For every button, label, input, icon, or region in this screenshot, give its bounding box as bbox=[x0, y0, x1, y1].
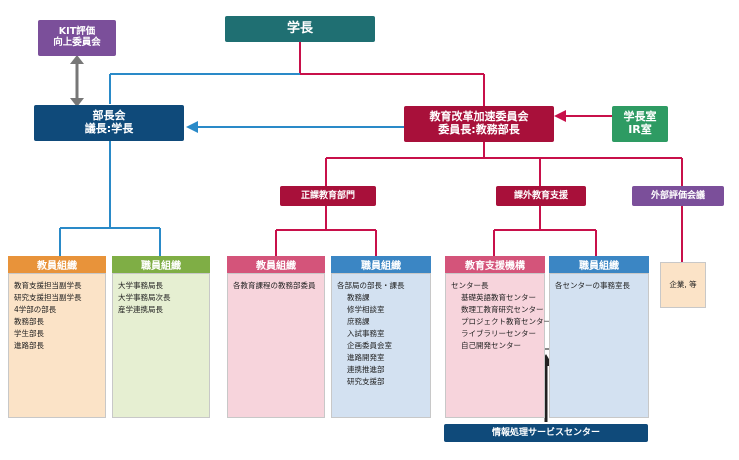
regular-education-box: 正課教育部門 bbox=[280, 186, 376, 206]
list-item: 研究支援部 bbox=[347, 377, 385, 386]
president-box: 学長 bbox=[225, 16, 375, 42]
column-panel-5: センター長 基礎英語教育センター 数理工教育研究センター プロジェクト教育センタ… bbox=[445, 273, 551, 418]
external-evaluation-label: 外部評価会議 bbox=[650, 190, 705, 201]
column-panel-6: 各センターの事務室長 bbox=[549, 273, 649, 418]
list-item: 基礎英語教育センター bbox=[461, 293, 536, 302]
extracurricular-box: 課外教育支援 bbox=[496, 186, 586, 206]
list-item: 修学相談室 bbox=[347, 305, 385, 314]
dept-council-box: 部長会 議長:学長 bbox=[34, 105, 184, 141]
list-item: 教務課 bbox=[347, 293, 370, 302]
column-panel-2: 大学事務局長 大学事務局次長 産学連携局長 bbox=[112, 273, 210, 418]
external-evaluation-box: 外部評価会議 bbox=[632, 186, 724, 206]
presidents-office-line2: IR室 bbox=[628, 123, 652, 136]
info-processing-center-box: 情報処理サービスセンター bbox=[444, 424, 648, 442]
presidents-office-line1: 学長室 bbox=[623, 110, 657, 124]
list-item: 進路部長 bbox=[14, 341, 44, 350]
column-panel-4: 各部局の部長・課長 教務課 修学相談室 庶務課 入試事務室 企画委員会室 進路開… bbox=[331, 273, 431, 418]
extracurricular-label: 課外教育支援 bbox=[513, 190, 568, 201]
list-item: 各部局の部長・課長 bbox=[337, 281, 405, 290]
list-item: 各教育課程の教務部委員 bbox=[233, 281, 316, 290]
list-item: 大学事務局次長 bbox=[118, 293, 171, 302]
list-item: 入試事務室 bbox=[347, 329, 385, 338]
list-item: 学生部長 bbox=[14, 329, 44, 338]
dept-council-line1: 部長会 bbox=[92, 109, 126, 123]
list-item: プロジェクト教育センター bbox=[461, 317, 551, 326]
dept-council-line2: 議長:学長 bbox=[84, 122, 134, 135]
president-label: 学長 bbox=[286, 20, 313, 36]
column-header-5: 教育支援機構 bbox=[445, 256, 545, 273]
list-item: 数理工教育研究センター bbox=[461, 305, 544, 314]
list-item: 4学部の部長 bbox=[14, 305, 57, 314]
kit-committee-line2: 向上委員会 bbox=[53, 37, 101, 48]
list-item: ライブラリーセンター bbox=[461, 329, 536, 338]
list-item: 研究支援担当副学長 bbox=[14, 293, 82, 302]
column-header-2: 職員組織 bbox=[112, 256, 210, 273]
presidents-office-box: 学長室 IR室 bbox=[612, 106, 668, 142]
external-panel: 企業, 等 bbox=[660, 262, 706, 308]
list-item: 大学事務局長 bbox=[118, 281, 163, 290]
info-processing-center-label: 情報処理サービスセンター bbox=[491, 427, 600, 438]
list-item: 連携推進部 bbox=[347, 365, 385, 374]
list-item: 自己開発センター bbox=[461, 341, 521, 350]
column-header-4: 職員組織 bbox=[331, 256, 431, 273]
kit-committee-box: KIT評価 向上委員会 bbox=[38, 20, 116, 56]
list-item: 各センターの事務室長 bbox=[555, 281, 630, 290]
list-item: 教務部長 bbox=[14, 317, 44, 326]
list-item: 企画委員会室 bbox=[347, 341, 392, 350]
column-panel-3: 各教育課程の教務部委員 bbox=[227, 273, 325, 418]
list-item: 進路開発室 bbox=[347, 353, 385, 362]
column-header-6: 職員組織 bbox=[549, 256, 649, 273]
regular-education-label: 正課教育部門 bbox=[300, 190, 355, 201]
list-item: センター長 bbox=[451, 281, 489, 290]
kit-committee-line1: KIT評価 bbox=[58, 26, 96, 38]
list-item: 産学連携局長 bbox=[118, 305, 163, 314]
reform-committee-box: 教育改革加速委員会 委員長:教務部長 bbox=[404, 106, 554, 142]
column-panel-1: 教育支援担当副学長 研究支援担当副学長 4学部の部長 教務部長 学生部長 進路部… bbox=[8, 273, 106, 418]
column-header-3: 教員組織 bbox=[227, 256, 325, 273]
column-header-1: 教員組織 bbox=[8, 256, 106, 273]
external-panel-label: 企業, 等 bbox=[669, 280, 697, 289]
reform-committee-line2: 委員長:教務部長 bbox=[438, 123, 520, 136]
reform-committee-line1: 教育改革加速委員会 bbox=[429, 110, 529, 124]
list-item: 庶務課 bbox=[347, 317, 370, 326]
list-item: 教育支援担当副学長 bbox=[14, 281, 82, 290]
